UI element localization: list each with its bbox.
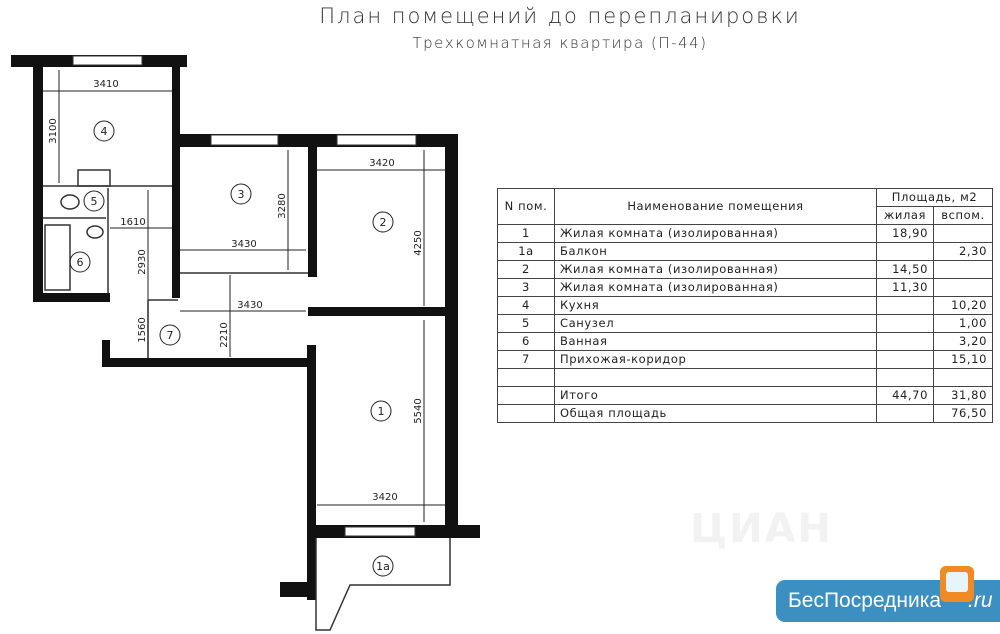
dim-label: 1610 [120,217,145,228]
cell-name: Прихожая-коридор [554,350,877,369]
room-label: 7 [167,329,174,342]
room-label: 4 [101,125,108,138]
total-label: Итого [554,386,877,405]
plan-subtitle: Трехкомнатная квартира (П-44) [412,34,708,52]
cell-living: 14,50 [876,260,934,279]
cell-living: 11,30 [876,278,934,297]
cell-num: 4 [497,296,555,315]
cell-aux [933,278,993,297]
dimension-labels: 3410 3100 1610 2930 1560 3430 3280 3430 … [48,79,424,503]
table-row [497,368,993,387]
cell-num: 2 [497,260,555,279]
header-name: Наименование помещения [554,188,877,225]
header-living: жилая [876,206,934,225]
mascot-icon [940,566,974,602]
cell-num: 1а [497,242,555,261]
dim-label: 3420 [372,492,397,503]
cell-num: 7 [497,350,555,369]
overall-row: Общая площадь 76,50 [497,404,993,423]
dimension-lines [43,70,445,522]
cell-aux: 2,30 [933,242,993,261]
header-num: N пом. [497,188,555,225]
cell-num: 3 [497,278,555,297]
room-label: 2 [380,216,387,229]
watermark: ЦИАН [690,506,834,552]
cell-name: Жилая комната (изолированная) [554,224,877,243]
windows [72,55,417,537]
header-area: Площадь, м2 [876,188,993,207]
cell-num: 6 [497,332,555,351]
cell-aux: 15,10 [933,350,993,369]
overall-aux: 76,50 [933,404,993,423]
cell-living: 18,90 [876,224,934,243]
cell-name: Балкон [554,242,877,261]
room-label: 1 [378,405,385,418]
dim-label: 3430 [237,300,262,311]
cell-living [876,314,934,333]
cell-living [876,242,934,261]
cell-aux [933,224,993,243]
plan-title: План помещений до перепланировки [319,4,801,28]
dim-label: 3410 [93,79,118,90]
room-label: 3 [238,188,245,201]
dim-label: 3420 [369,158,394,169]
dim-label: 3100 [48,118,59,143]
room-label: 5 [91,195,98,208]
cell-name: Санузел [554,314,877,333]
cell-aux: 10,20 [933,296,993,315]
cell-living [876,350,934,369]
dim-label: 3280 [277,193,288,218]
logo-text: БесПосредника [788,589,942,612]
total-living: 44,70 [876,386,934,405]
partitions [43,169,451,631]
logo-suffix: .ru [968,589,993,612]
cell-aux: 3,20 [933,332,993,351]
cell-name: Жилая комната (изолированная) [554,260,877,279]
cell-living [876,332,934,351]
cell-living [876,296,934,315]
cell-num: 1 [497,224,555,243]
dim-label: 2210 [219,322,230,347]
dim-label: 4250 [413,230,424,255]
header-aux: вспом. [933,206,993,225]
room-markers [69,120,394,577]
dim-label: 1560 [137,317,148,342]
room-numbers: 1 1а 2 3 4 5 6 7 [77,125,390,573]
cell-name: Ванная [554,332,877,351]
dim-label: 2930 [137,249,148,274]
cell-name: Кухня [554,296,877,315]
dim-label: 3430 [231,239,256,250]
cell-aux: 1,00 [933,314,993,333]
dim-label: 5540 [413,398,424,423]
cell-aux [933,260,993,279]
overall-label: Общая площадь [554,404,877,423]
total-row: Итого 44,70 31,80 [497,386,993,405]
room-label: 6 [77,256,84,269]
room-label: 1а [376,560,390,573]
total-aux: 31,80 [933,386,993,405]
cell-num: 5 [497,314,555,333]
rooms-table: N пом. Наименование помещения Площадь, м… [497,188,993,423]
cell-name: Жилая комната (изолированная) [554,278,877,297]
